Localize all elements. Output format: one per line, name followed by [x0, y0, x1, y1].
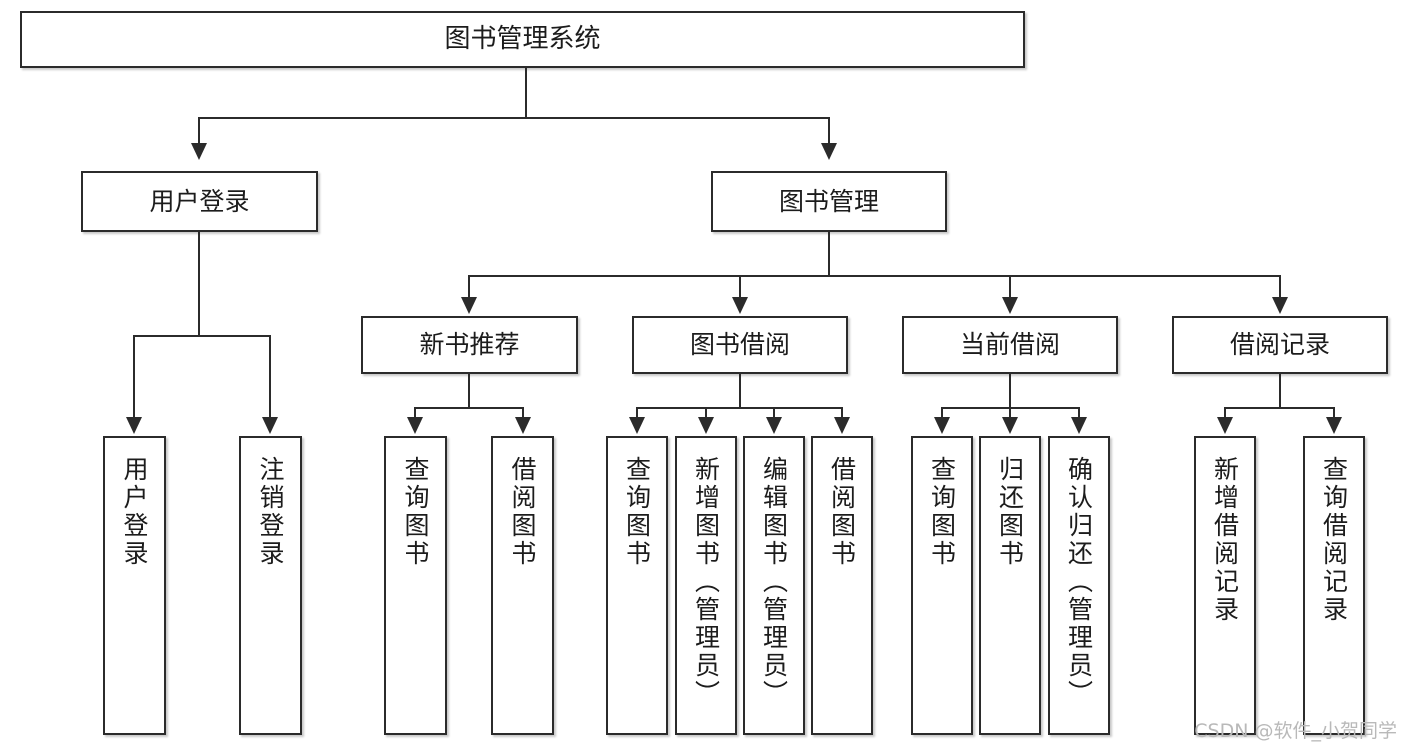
edge-level2-bar [198, 117, 830, 119]
node-book-borrow-label: 图书借阅 [689, 330, 790, 359]
arrow-book-borrow-c4 [834, 417, 850, 434]
arrow-to-borrow-record [1272, 297, 1288, 314]
edge-level3-bar [468, 275, 1281, 277]
edge-new-book-rec-stem [468, 374, 470, 408]
node-leaf-query-book-1[interactable]: 查询图书 [384, 436, 447, 735]
arrow-current-borrow-c2 [1002, 417, 1018, 434]
node-leaf-edit-book-label: 编辑图书（管理员） [759, 456, 789, 708]
node-leaf-borrow-book-2-label: 借阅图书 [827, 456, 857, 568]
node-current-borrow-label: 当前借阅 [959, 330, 1060, 359]
node-leaf-query-book-3[interactable]: 查询图书 [911, 436, 973, 735]
node-user-login[interactable]: 用户登录 [81, 171, 318, 232]
watermark-text: CSDN @软件_小贺同学 [1194, 720, 1397, 742]
arrow-book-borrow-c3 [766, 417, 782, 434]
edge-borrow-record-c2 [1333, 407, 1335, 419]
node-leaf-query-book-2-label: 查询图书 [622, 456, 652, 568]
arrow-current-borrow-c3 [1071, 417, 1087, 434]
edge-current-borrow-c2 [1009, 407, 1011, 419]
edge-book-borrow-bar [636, 407, 843, 409]
node-new-book-rec[interactable]: 新书推荐 [361, 316, 578, 374]
arrow-to-new-book-rec [461, 297, 477, 314]
arrow-book-borrow-c2 [698, 417, 714, 434]
arrow-borrow-record-c1 [1217, 417, 1233, 434]
edge-to-book-manage [828, 117, 830, 145]
node-leaf-query-record[interactable]: 查询借阅记录 [1303, 436, 1365, 735]
node-leaf-query-book-2[interactable]: 查询图书 [606, 436, 668, 735]
edge-current-borrow-stem [1009, 374, 1011, 408]
node-borrow-record[interactable]: 借阅记录 [1172, 316, 1388, 374]
node-book-borrow[interactable]: 图书借阅 [632, 316, 848, 374]
node-leaf-query-record-label: 查询借阅记录 [1319, 456, 1349, 624]
arrow-to-book-borrow [732, 297, 748, 314]
node-leaf-add-record-label: 新增借阅记录 [1210, 456, 1240, 624]
arrow-to-user-login [191, 143, 207, 160]
edge-new-book-rec-bar [414, 407, 524, 409]
node-leaf-user-logout-label: 注销登录 [256, 456, 285, 568]
node-leaf-confirm-return[interactable]: 确认归还（管理员） [1048, 436, 1110, 735]
edge-user-login-child1 [133, 335, 135, 419]
node-leaf-edit-book[interactable]: 编辑图书（管理员） [743, 436, 805, 735]
node-leaf-add-book-label: 新增图书（管理员） [691, 456, 721, 708]
arrow-new-book-rec-c2 [515, 417, 531, 434]
edge-book-borrow-stem [739, 374, 741, 408]
arrow-to-current-borrow [1002, 297, 1018, 314]
edge-to-user-login [198, 117, 200, 145]
node-leaf-add-record[interactable]: 新增借阅记录 [1194, 436, 1256, 735]
node-leaf-query-book-3-label: 查询图书 [927, 456, 957, 568]
edge-to-current-borrow [1009, 275, 1011, 299]
edge-current-borrow-c3 [1078, 407, 1080, 419]
edge-new-book-rec-c2 [522, 407, 524, 419]
arrow-borrow-record-c2 [1326, 417, 1342, 434]
edge-to-borrow-record [1279, 275, 1281, 299]
edge-borrow-record-bar [1224, 407, 1335, 409]
arrow-current-borrow-c1 [934, 417, 950, 434]
edge-root-stem [525, 68, 527, 118]
node-leaf-user-login-label: 用户登录 [120, 456, 149, 568]
edge-book-borrow-c2 [705, 407, 707, 419]
node-book-manage[interactable]: 图书管理 [711, 171, 947, 232]
edge-book-borrow-c1 [636, 407, 638, 419]
node-leaf-user-logout[interactable]: 注销登录 [239, 436, 302, 735]
node-leaf-user-login[interactable]: 用户登录 [103, 436, 166, 735]
edge-book-borrow-c3 [773, 407, 775, 419]
node-leaf-borrow-book-1[interactable]: 借阅图书 [491, 436, 554, 735]
node-user-login-label: 用户登录 [149, 186, 250, 216]
node-root[interactable]: 图书管理系统 [20, 11, 1025, 68]
node-leaf-return-book[interactable]: 归还图书 [979, 436, 1041, 735]
edge-to-book-borrow [739, 275, 741, 299]
node-leaf-add-book[interactable]: 新增图书（管理员） [675, 436, 737, 735]
arrow-to-book-manage [821, 143, 837, 160]
node-leaf-query-book-1-label: 查询图书 [401, 456, 430, 568]
arrow-user-login-child1 [126, 417, 142, 434]
node-root-label: 图书管理系统 [444, 23, 601, 54]
arrow-book-borrow-c1 [629, 417, 645, 434]
edge-new-book-rec-c1 [414, 407, 416, 419]
edge-borrow-record-c1 [1224, 407, 1226, 419]
node-borrow-record-label: 借阅记录 [1229, 330, 1330, 359]
arrow-user-login-child2 [262, 417, 278, 434]
node-leaf-confirm-return-label: 确认归还（管理员） [1064, 456, 1094, 708]
edge-user-login-child2 [269, 335, 271, 419]
edge-book-manage-stem [828, 232, 830, 276]
edge-current-borrow-c1 [941, 407, 943, 419]
arrow-new-book-rec-c1 [407, 417, 423, 434]
edge-user-login-bar [133, 335, 271, 337]
edge-borrow-record-stem [1279, 374, 1281, 408]
edge-user-login-stem [198, 232, 200, 336]
node-current-borrow[interactable]: 当前借阅 [902, 316, 1118, 374]
node-leaf-borrow-book-2[interactable]: 借阅图书 [811, 436, 873, 735]
node-leaf-return-book-label: 归还图书 [995, 456, 1025, 568]
node-new-book-rec-label: 新书推荐 [419, 330, 520, 359]
node-book-manage-label: 图书管理 [778, 186, 879, 216]
edge-book-borrow-c4 [841, 407, 843, 419]
edge-to-new-book-rec [468, 275, 470, 299]
node-leaf-borrow-book-1-label: 借阅图书 [508, 456, 537, 568]
